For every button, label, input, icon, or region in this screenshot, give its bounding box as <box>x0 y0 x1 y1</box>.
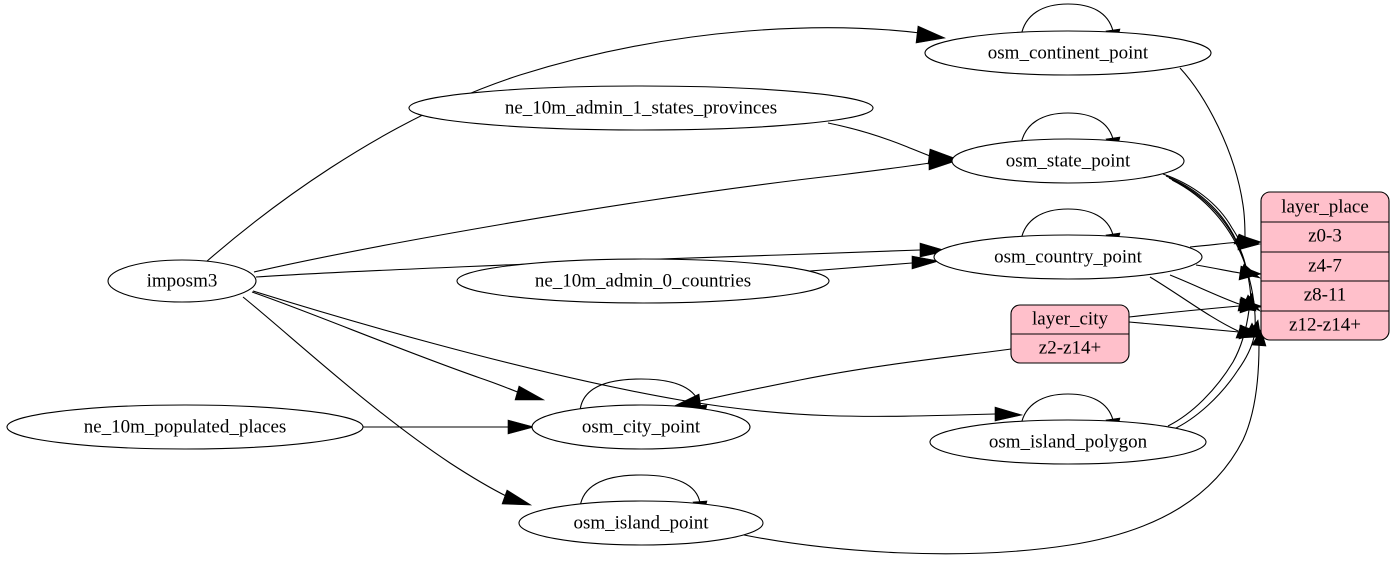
edge-osm_country_point-to-layer_place-z0-3 <box>1189 234 1262 250</box>
edge-osm_island_polygon-to-layer_place-z8-11 <box>1167 292 1257 427</box>
edge-imposm3-to-osm_island_point <box>242 296 533 506</box>
node-osm_island_polygon[interactable]: osm_island_polygon <box>929 419 1207 465</box>
edge-imposm3-to-osm_city_point <box>251 291 546 401</box>
edge-layer_city-to-layer_place-z12-z14 <box>1128 321 1262 340</box>
node-ne_10m_admin_0_countries[interactable]: ne_10m_admin_0_countries <box>456 258 830 304</box>
node-layer_place[interactable]: layer_place z0-3 z4-7 z8-11 z12-z14+ <box>1260 191 1390 341</box>
edge-osm_country_point-to-layer_place-z4-7 <box>1195 264 1262 281</box>
edge-layer_city-to-layer_place-z8-11 <box>1128 298 1262 318</box>
edge-ne_populated-to-osm_city_point <box>363 419 536 435</box>
node-osm_island_point[interactable]: osm_island_point <box>518 500 764 546</box>
edge-layer_city-to-osm_city_point <box>671 348 1012 409</box>
edge-imposm3-to-osm_continent_point <box>205 25 947 263</box>
edge-osm_continent_point-to-layer_place-z0-3 <box>1179 67 1262 251</box>
node-osm_country_point[interactable]: osm_country_point <box>933 234 1203 280</box>
edge-ne_states-to-osm_state_point <box>827 122 959 165</box>
node-osm_continent_point[interactable]: osm_continent_point <box>924 30 1212 76</box>
node-ne_10m_admin_1_states_provinces[interactable]: ne_10m_admin_1_states_provinces <box>408 85 874 131</box>
edge-osm_island_polygon-to-layer_place-z12-z14 <box>1171 319 1262 431</box>
node-ne_10m_populated_places[interactable]: ne_10m_populated_places <box>6 404 364 450</box>
edge-ne_countries-to-osm_country_point <box>809 255 940 272</box>
node-layer_city[interactable]: layer_city z2-z14+ <box>1010 304 1130 364</box>
edge-imposm3-to-osm_state_point <box>253 155 957 273</box>
edge-imposm3-to-osm_island_polygon <box>252 290 1024 422</box>
node-osm_state_point[interactable]: osm_state_point <box>951 138 1185 184</box>
node-layer: imposm3 ne_10m_admin_1_states_provinces … <box>6 30 1390 546</box>
edge-layer <box>205 3 1267 555</box>
node-osm_city_point[interactable]: osm_city_point <box>531 404 751 450</box>
node-imposm3[interactable]: imposm3 <box>107 259 257 303</box>
